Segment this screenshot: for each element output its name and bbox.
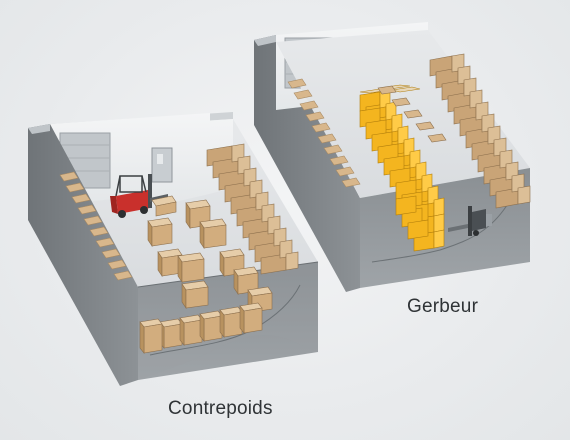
counterbalance-forklift-icon [110,174,177,218]
pallet-rack-left-b [206,143,299,275]
caption-contrepoids: Contrepoids [168,398,273,419]
pallet-rack-left-a [59,171,133,281]
pallet-rack-right-b [429,53,531,209]
warehouse-left [28,112,319,386]
warehouse-right [254,22,531,292]
stacker-icon [448,206,492,236]
caption-gerbeur: Gerbeur [407,296,479,317]
floor-boxes-left [139,199,273,354]
door-small-icon [151,147,173,183]
stacker-pallets [359,84,447,252]
pallet-rack-right-a [287,78,361,188]
